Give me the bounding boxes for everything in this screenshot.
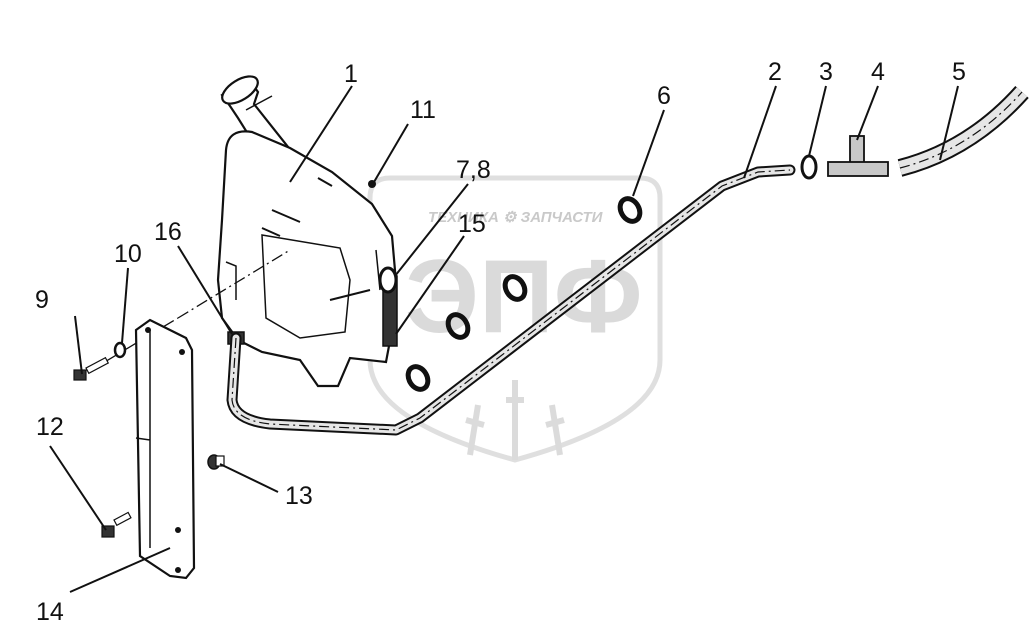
o-ring [800,154,818,180]
tank-filler-cap [221,75,259,105]
callout-9: 9 [35,286,49,314]
callout-4: 4 [871,58,885,86]
hose-piece [897,85,1029,177]
callout-labels: 1 2 3 4 5 6 7,8 9 10 11 12 13 14 15 16 [35,58,966,626]
clamp-ring [405,364,431,392]
callout-6: 6 [657,82,671,110]
tank-neck-rib [245,95,273,111]
watermark-brand-line: ТЕХНИКА ⚙ ЗАПЧАСТИ [428,209,604,226]
washer-part [113,341,127,359]
callout-13: 13 [285,482,313,510]
hose-tube [226,164,796,436]
callout-2: 2 [768,58,782,86]
callout-1: 1 [344,60,358,88]
tank-pump-outlet [378,266,398,294]
tee-connector [827,135,889,177]
callout-15: 15 [458,210,486,238]
tank-ridge [261,177,371,301]
bolt-lower-part [101,511,132,538]
clamp-ring [502,274,528,302]
callout-14: 14 [36,598,64,626]
callout-10: 10 [114,240,142,268]
nut-lower-part [207,454,225,470]
clamp-ring [617,196,643,224]
callout-16: 16 [154,218,182,246]
callout-12: 12 [36,413,64,441]
hose-centerline [231,169,791,431]
tank-body [216,130,398,388]
callout-5: 5 [952,58,966,86]
bolt-part [73,356,110,381]
leader-lines [49,85,959,593]
tank-panel-detail [261,234,351,339]
callout-11: 11 [410,96,436,124]
washer-tank [216,75,398,388]
watermark-wheat-icon [465,380,565,460]
clamp-ring [445,312,471,340]
mounting-bracket [134,318,196,580]
callout-7-8: 7,8 [456,156,491,184]
callout-3: 3 [819,58,833,86]
hose-clamps [405,196,643,392]
